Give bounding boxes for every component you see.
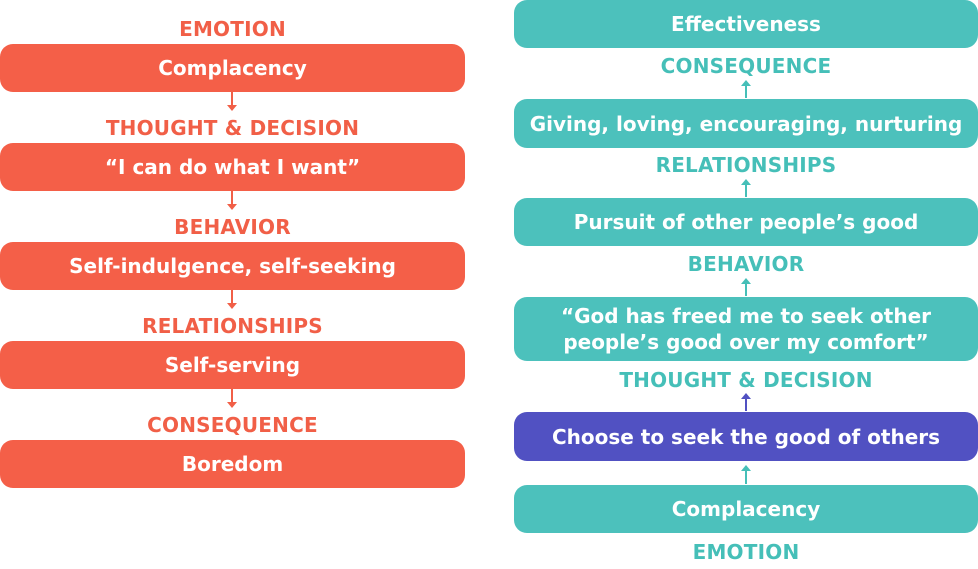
box-relationships: Self-serving xyxy=(0,341,465,389)
box-god-has-freed-me: “God has freed me to seek other people’s… xyxy=(514,297,978,361)
box-complacency: Complacency xyxy=(514,485,978,533)
label-consequence: CONSEQUENCE xyxy=(147,413,318,437)
label-emotion: EMOTION xyxy=(692,540,800,564)
box-effectiveness: Effectiveness xyxy=(514,0,978,48)
arrow-up xyxy=(741,465,751,484)
arrow-down xyxy=(227,191,237,210)
arrow-up xyxy=(741,179,751,197)
label-behavior: BEHAVIOR xyxy=(174,215,291,239)
label-relationships: RELATIONSHIPS xyxy=(655,153,837,177)
arrow-down xyxy=(227,290,237,309)
label-thought-decision: THOUGHT & DECISION xyxy=(105,116,360,140)
label-behavior: BEHAVIOR xyxy=(687,252,805,276)
box-behavior: Self-indulgence, self-seeking xyxy=(0,242,465,290)
label-emotion: EMOTION xyxy=(179,17,286,41)
arrow-up xyxy=(741,278,751,296)
arrow-down xyxy=(227,92,237,111)
label-relationships: RELATIONSHIPS xyxy=(142,314,323,338)
arrow-up xyxy=(741,393,751,411)
box-boredom: Boredom xyxy=(0,440,465,488)
arrow-down xyxy=(227,389,237,408)
box-choose-to-seek: Choose to seek the good of others xyxy=(514,412,978,461)
box-complacency: Complacency xyxy=(0,44,465,92)
box-thought: “I can do what I want” xyxy=(0,143,465,191)
label-thought-decision: THOUGHT & DECISION xyxy=(619,368,873,392)
label-consequence: CONSEQUENCE xyxy=(660,54,832,78)
box-pursuit: Pursuit of other people’s good xyxy=(514,198,978,246)
arrow-up xyxy=(741,80,751,98)
box-giving-loving: Giving, loving, encouraging, nurturing xyxy=(514,99,978,148)
